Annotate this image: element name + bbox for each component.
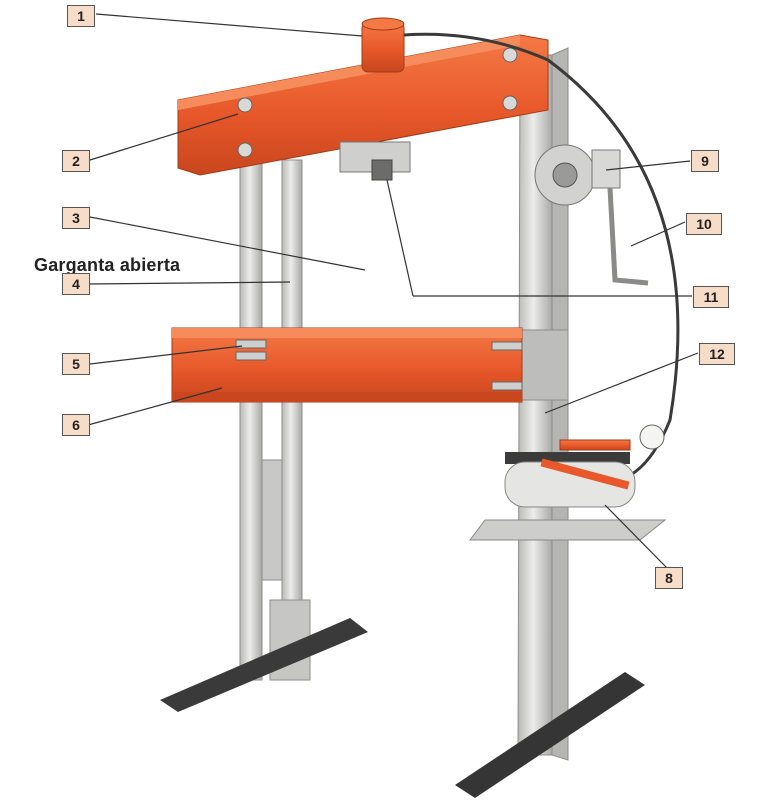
leader-lines <box>87 13 699 569</box>
callout-6: 6 <box>62 414 90 436</box>
hand-pump <box>469 424 667 541</box>
caption-garganta-abierta: Garganta abierta <box>34 255 181 275</box>
callout-5: 5 <box>62 353 90 375</box>
callout-4: 4 <box>62 273 90 295</box>
top-beam <box>177 34 549 176</box>
callout-1: 1 <box>67 5 95 27</box>
callout-8: 8 <box>655 567 683 589</box>
callout-10: 10 <box>686 213 722 235</box>
callout-3: 3 <box>62 207 90 229</box>
callout-9: 9 <box>691 150 719 172</box>
press-bed <box>171 327 523 403</box>
left-upright <box>239 159 311 681</box>
winch <box>534 144 649 286</box>
callout-11: 11 <box>693 286 729 308</box>
feet <box>160 618 645 798</box>
hydraulic-cylinder <box>339 17 411 181</box>
callout-2: 2 <box>62 150 90 172</box>
callout-12: 12 <box>699 343 735 365</box>
